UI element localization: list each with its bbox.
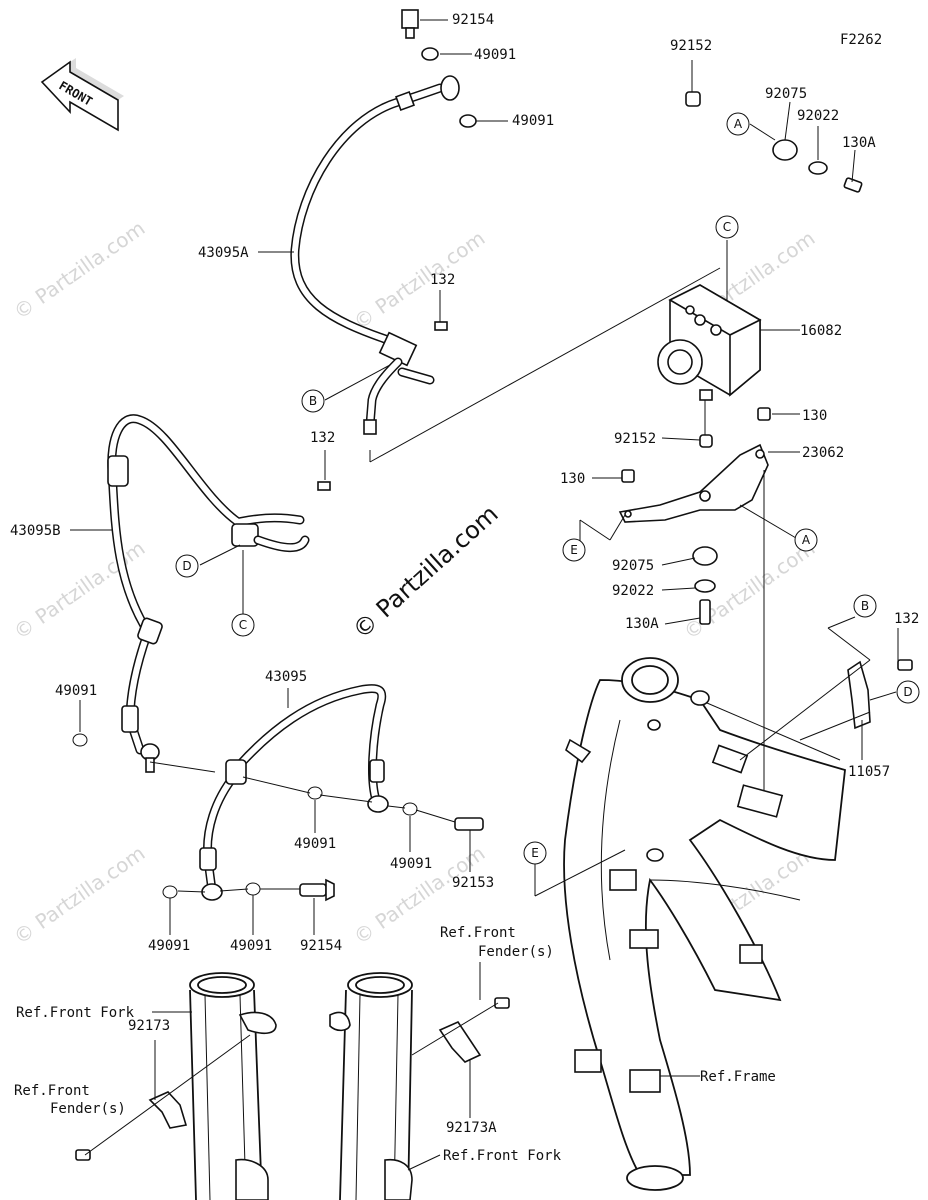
part-label: 130 — [802, 408, 827, 424]
part-label: 43095 — [265, 669, 307, 685]
abs-hydraulic-unit — [657, 284, 762, 401]
ref-label: Fender(s) — [478, 944, 554, 960]
front-arrow-icon: FRONT — [40, 58, 124, 132]
part-label: 92154 — [300, 938, 342, 954]
callout-d: D — [903, 685, 912, 699]
part-label: 49091 — [294, 836, 336, 852]
part-label: 130A — [842, 135, 876, 151]
callout-a: A — [734, 117, 743, 131]
part-label: 43095B — [10, 523, 61, 539]
part-label: 92173 — [128, 1018, 170, 1034]
part-label: 49091 — [55, 683, 97, 699]
watermark: © Partzilla.com — [9, 841, 149, 949]
part-label: 92173A — [446, 1120, 497, 1136]
part-label: 132 — [310, 430, 335, 446]
center-watermark: © Partzilla.com — [347, 500, 503, 645]
ref-label: Ref.Front Fork — [16, 1005, 135, 1021]
mount-fittings-top — [685, 91, 863, 193]
clamp-11057 — [847, 659, 913, 730]
callout-c: C — [723, 220, 731, 234]
ref-label: Ref.Frame — [700, 1069, 776, 1085]
front-fork-right — [329, 972, 510, 1200]
part-label: 132 — [894, 611, 919, 627]
part-label: 16082 — [800, 323, 842, 339]
front-fork-left — [75, 972, 277, 1200]
brake-hose-43095b — [72, 414, 331, 773]
ref-label: Ref.Front — [14, 1083, 90, 1099]
callout-a: A — [802, 533, 811, 547]
brake-hose-43095a — [290, 9, 477, 435]
diagram-code: F2262 — [840, 32, 882, 48]
part-label: 92152 — [614, 431, 656, 447]
callout-c: C — [239, 618, 247, 632]
part-label: 49091 — [230, 938, 272, 954]
part-label: 49091 — [390, 856, 432, 872]
ref-label: Ref.Front Fork — [443, 1148, 562, 1164]
watermark: © Partzilla.com — [9, 216, 149, 324]
part-label: 92153 — [452, 875, 494, 891]
callout-circles: A B C D C A E B D E — [175, 112, 920, 865]
part-label: 49091 — [512, 113, 554, 129]
callout-b: B — [309, 394, 317, 408]
ref-label: Ref.Front — [440, 925, 516, 941]
watermark: © Partzilla.com — [349, 226, 489, 334]
part-label: 23062 — [802, 445, 844, 461]
part-label: 11057 — [848, 764, 890, 780]
part-label: 92022 — [797, 108, 839, 124]
part-label: 92075 — [612, 558, 654, 574]
part-label: 130A — [625, 616, 659, 632]
callout-b: B — [861, 599, 869, 613]
callout-e: E — [531, 846, 539, 860]
brake-hose-43095 — [162, 684, 484, 902]
leader-lines — [70, 19, 899, 1171]
part-label: 92022 — [612, 583, 654, 599]
part-label: 49091 — [148, 938, 190, 954]
callout-e: E — [570, 543, 578, 557]
part-label: 43095A — [198, 245, 249, 261]
part-label: 92075 — [765, 86, 807, 102]
ref-label: Fender(s) — [50, 1101, 126, 1117]
abs-bracket-23062 — [618, 407, 771, 625]
frame — [563, 657, 846, 1191]
callout-d: D — [182, 559, 191, 573]
part-label: 92154 — [452, 12, 494, 28]
part-labels: 92154 49091 49091 43095A 132 43095B 132 … — [10, 12, 919, 1164]
part-label: 92152 — [670, 38, 712, 54]
part-label: 130 — [560, 471, 585, 487]
part-label: 132 — [430, 272, 455, 288]
part-label: 49091 — [474, 47, 516, 63]
